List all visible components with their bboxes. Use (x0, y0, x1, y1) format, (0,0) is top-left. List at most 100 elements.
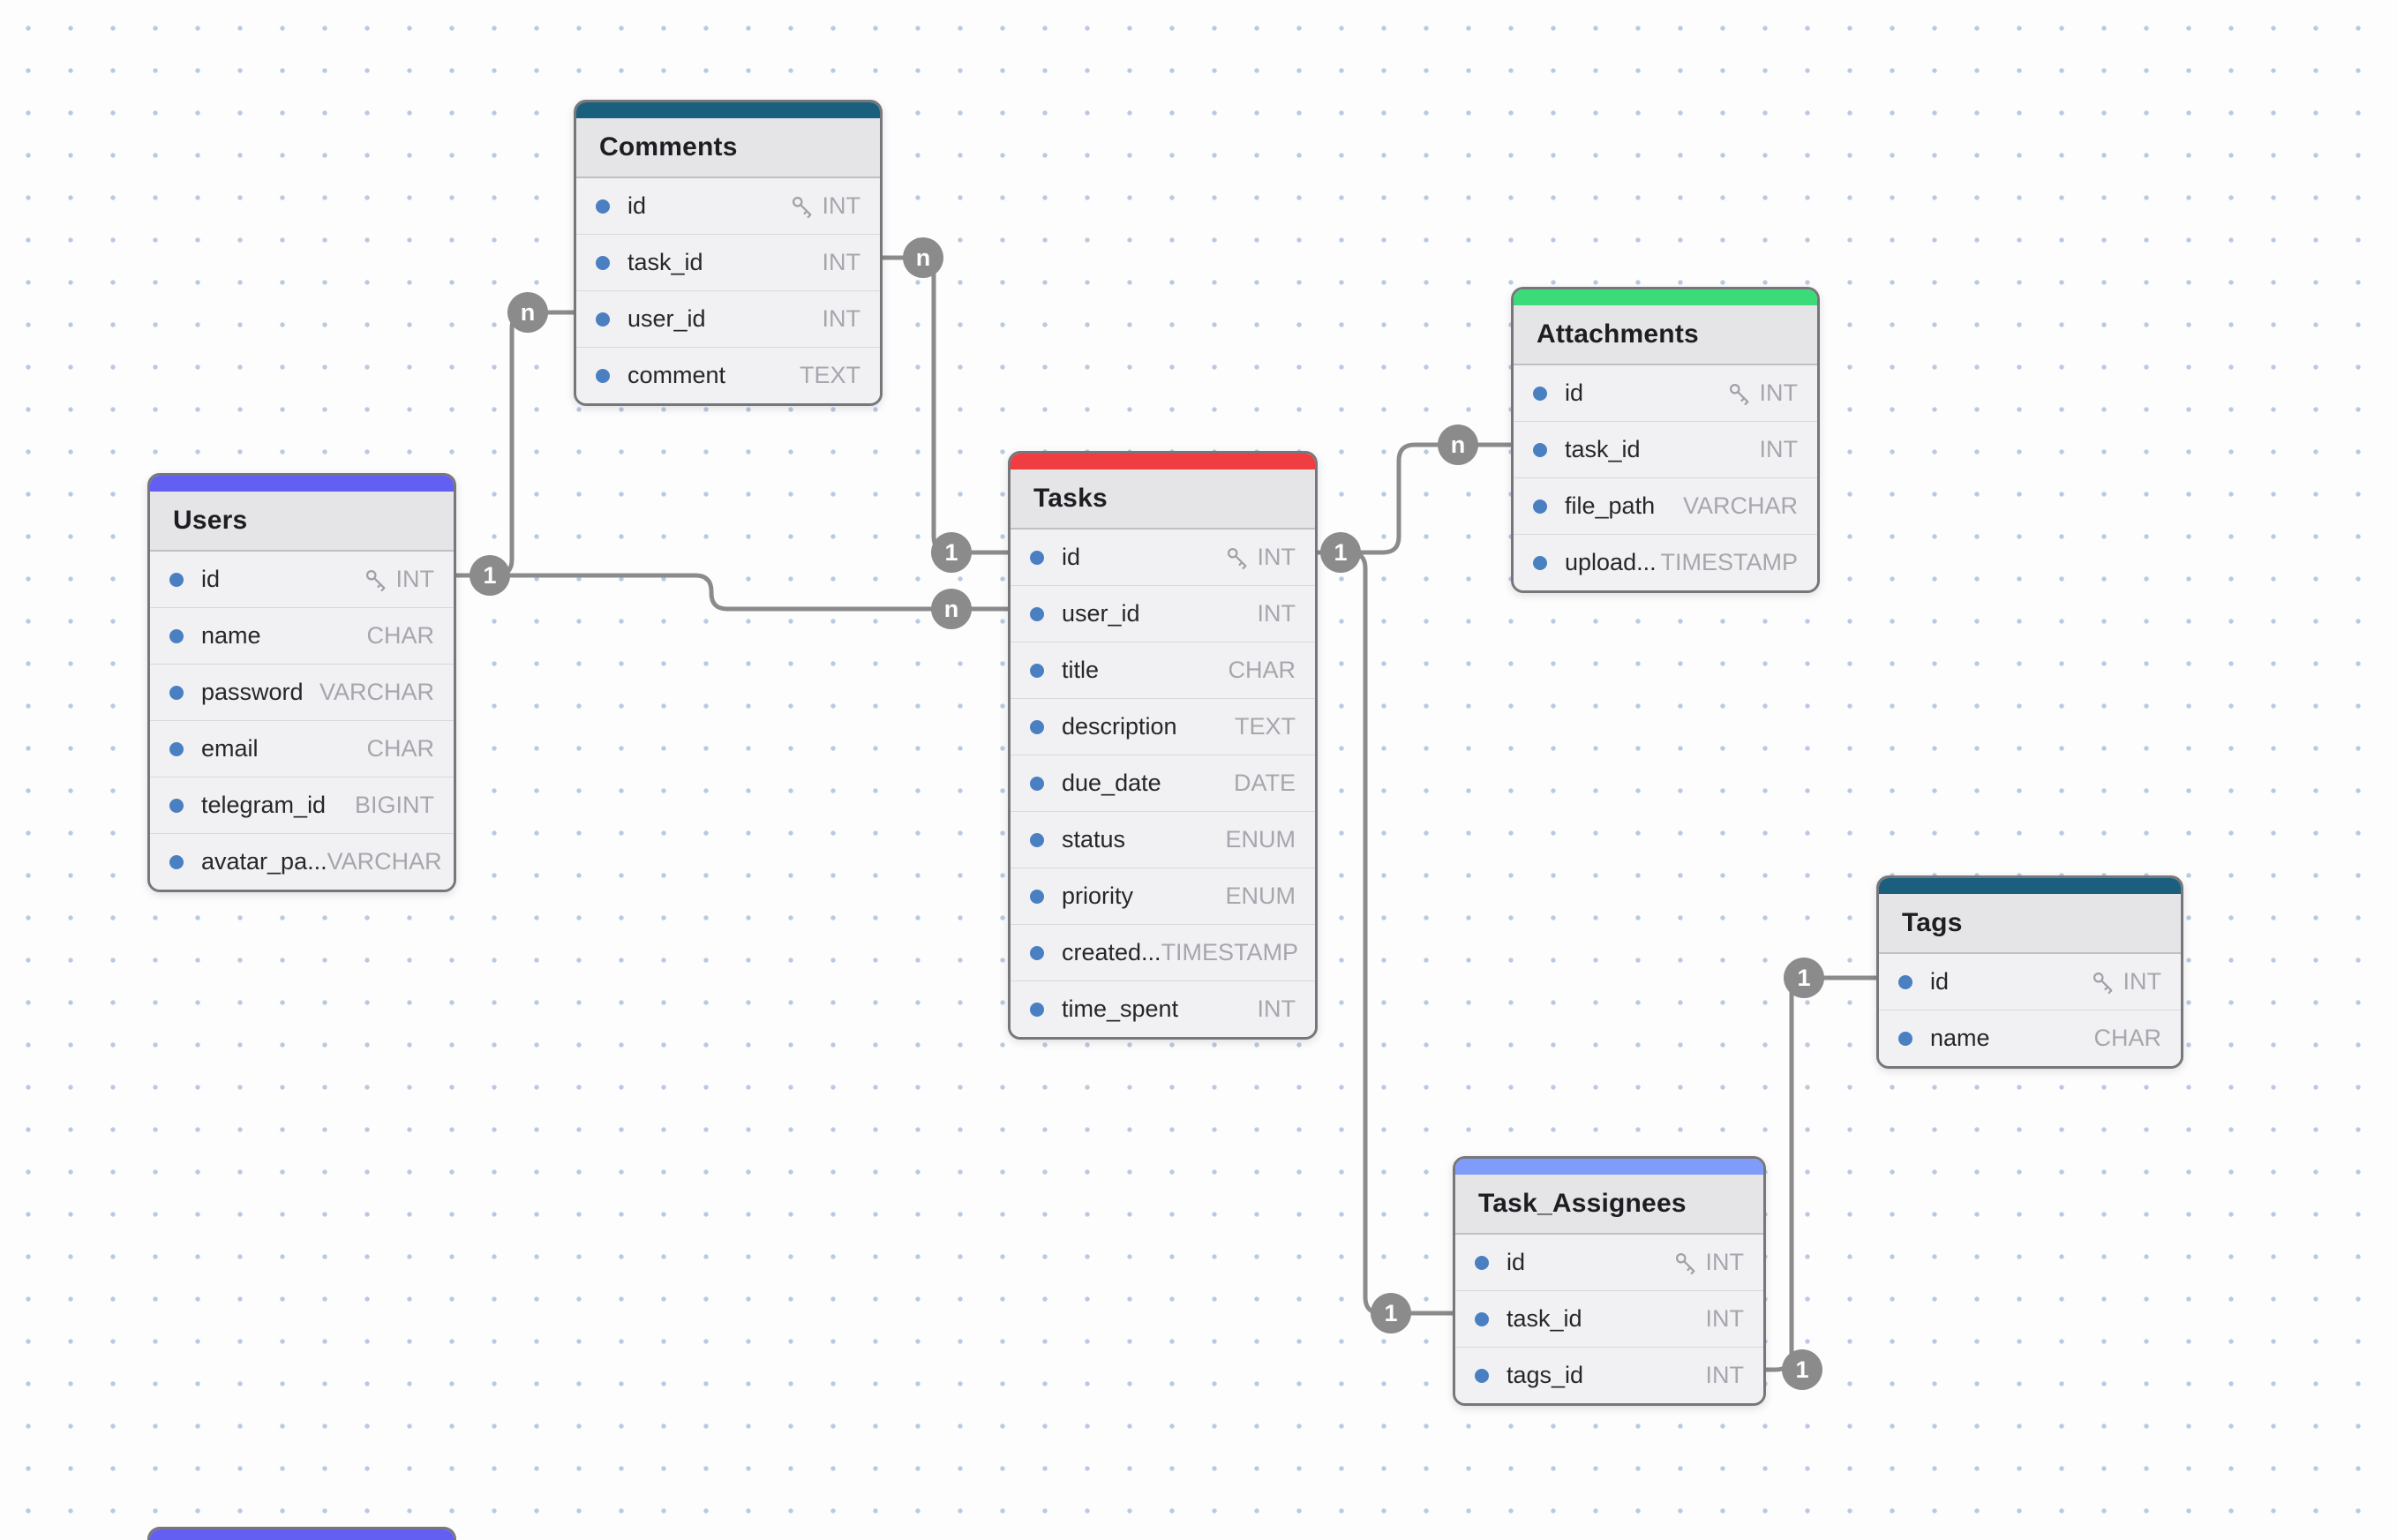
cardinality-badge: 1 (931, 532, 972, 573)
relationship-line-task-assignees-tags[interactable] (1758, 975, 1879, 1372)
table-users[interactable]: Users id INT name CHAR password VARCHAR … (147, 473, 456, 892)
field-type: INT (1225, 544, 1296, 571)
field-row[interactable]: password VARCHAR (150, 665, 454, 721)
table-header-colorbar (1514, 289, 1817, 305)
field-type: ENUM (1225, 883, 1296, 909)
field-type: CHAR (366, 735, 434, 762)
table-title: Users (150, 492, 454, 552)
cardinality-badge: 1 (1320, 532, 1361, 573)
field-dot-icon (1533, 442, 1547, 457)
field-name: comment (627, 362, 726, 388)
table-partial-bottom[interactable] (147, 1527, 456, 1540)
field-row[interactable]: created... TIMESTAMP (1011, 925, 1315, 981)
field-dot-icon (596, 255, 610, 270)
field-name: description (1062, 713, 1177, 740)
field-row[interactable]: id INT (1879, 954, 2181, 1010)
field-row[interactable]: task_id INT (1455, 1291, 1763, 1348)
field-row[interactable]: time_spent INT (1011, 981, 1315, 1037)
table-tasks[interactable]: Tasks id INT user_id INT title CHAR desc… (1008, 451, 1318, 1040)
field-dot-icon (1030, 1002, 1044, 1017)
field-type: INT (822, 305, 861, 332)
field-type: INT (1759, 436, 1799, 462)
table-header-colorbar (1879, 878, 2181, 894)
field-row[interactable]: title CHAR (1011, 642, 1315, 699)
field-name: user_id (1062, 600, 1140, 627)
table-header-colorbar (576, 102, 880, 118)
field-row[interactable]: email CHAR (150, 721, 454, 778)
field-row[interactable]: upload... TIMESTAMP (1514, 535, 1817, 590)
field-name: task_id (627, 249, 703, 275)
field-dot-icon (1475, 1311, 1489, 1326)
field-row[interactable]: id INT (1455, 1235, 1763, 1291)
field-type: VARCHAR (1682, 492, 1798, 519)
cardinality-badge: n (507, 292, 548, 333)
table-attachments[interactable]: Attachments id INT task_id INT file_path… (1511, 287, 1820, 593)
field-type: CHAR (1228, 657, 1296, 683)
relationship-line-users-tasks[interactable] (448, 573, 1011, 612)
table-tags[interactable]: Tags id INT name CHAR (1876, 875, 2183, 1069)
field-dot-icon (169, 798, 184, 813)
field-name: name (201, 622, 261, 649)
relationship-line-comments-users[interactable] (448, 310, 576, 578)
field-type: INT (1673, 1249, 1744, 1276)
field-row[interactable]: user_id INT (576, 291, 880, 348)
table-header-colorbar (1011, 454, 1315, 470)
field-row[interactable]: tags_id INT (1455, 1348, 1763, 1403)
field-row[interactable]: id INT (1514, 365, 1817, 422)
field-row[interactable]: file_path VARCHAR (1514, 478, 1817, 535)
field-row[interactable]: status ENUM (1011, 812, 1315, 868)
field-row[interactable]: comment TEXT (576, 348, 880, 403)
field-row[interactable]: id INT (1011, 530, 1315, 586)
field-row[interactable]: description TEXT (1011, 699, 1315, 755)
table-header-colorbar (150, 1529, 454, 1540)
field-dot-icon (1030, 832, 1044, 847)
field-dot-icon (596, 199, 610, 214)
field-type: INT (364, 566, 434, 593)
field-type: INT (1257, 600, 1296, 627)
table-task-assignees[interactable]: Task_Assignees id INT task_id INT tags_i… (1453, 1156, 1766, 1406)
field-row[interactable]: name CHAR (150, 608, 454, 665)
field-name: status (1062, 826, 1126, 853)
table-name: Tasks (1033, 484, 1108, 513)
field-row[interactable]: id INT (150, 552, 454, 608)
relationship-line-tasks-task-assignees[interactable] (1310, 550, 1455, 1316)
field-row[interactable]: task_id INT (1514, 422, 1817, 478)
field-type: INT (1705, 1362, 1745, 1388)
field-row[interactable]: avatar_pa... VARCHAR (150, 834, 454, 890)
field-name: title (1062, 657, 1100, 683)
field-name: id (1062, 544, 1081, 570)
field-row[interactable]: due_date DATE (1011, 755, 1315, 812)
cardinality-badge: 1 (1782, 1349, 1822, 1390)
cardinality-badge: 1 (470, 555, 510, 596)
field-type: INT (1257, 995, 1296, 1022)
field-name: task_id (1507, 1305, 1582, 1332)
field-dot-icon (1030, 663, 1044, 678)
field-name: password (201, 679, 304, 705)
field-row[interactable]: user_id INT (1011, 586, 1315, 642)
field-row[interactable]: id INT (576, 178, 880, 235)
table-comments[interactable]: Comments id INT task_id INT user_id INT … (574, 100, 883, 406)
field-dot-icon (1533, 555, 1547, 570)
table-title: Tasks (1011, 470, 1315, 530)
field-dot-icon (1030, 550, 1044, 565)
relationship-line-comments-tasks[interactable] (875, 255, 1011, 555)
field-row[interactable]: name CHAR (1879, 1010, 2181, 1066)
relationship-line-tasks-attachments[interactable] (1310, 442, 1514, 555)
cardinality-badge: n (1438, 424, 1478, 465)
field-dot-icon (169, 628, 184, 643)
field-type: BIGINT (354, 792, 434, 818)
field-name: priority (1062, 883, 1134, 909)
field-row[interactable]: task_id INT (576, 235, 880, 291)
field-name: upload... (1565, 549, 1657, 575)
field-row[interactable]: telegram_id BIGINT (150, 778, 454, 834)
field-dot-icon (169, 741, 184, 756)
table-title: Tags (1879, 894, 2181, 954)
field-name: due_date (1062, 770, 1161, 796)
field-row[interactable]: priority ENUM (1011, 868, 1315, 925)
field-name: name (1930, 1025, 1990, 1051)
field-name: id (1930, 968, 1950, 995)
table-name: Comments (599, 132, 738, 162)
field-dot-icon (1030, 776, 1044, 791)
field-name: id (627, 192, 647, 219)
